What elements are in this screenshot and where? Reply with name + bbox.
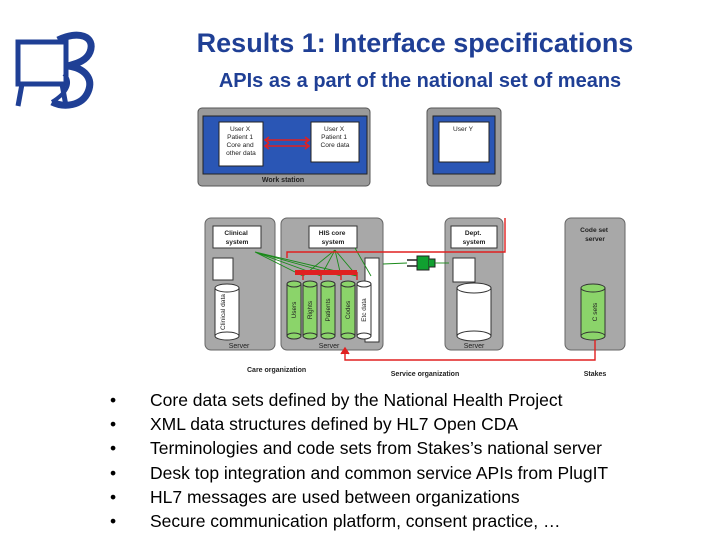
his-database: Rights <box>302 280 318 340</box>
codeset-database <box>580 283 606 341</box>
svg-text:User X Patient 1 Core: User X Patient 1 Core and other data <box>226 126 256 157</box>
bullet-marker: • <box>110 486 117 507</box>
window2-line3: Core data <box>321 142 350 149</box>
window-link-red <box>263 136 311 150</box>
svg-text:HIS core system: HIS core system <box>319 230 348 246</box>
slide-title: Results 1: Interface specifications <box>196 28 634 58</box>
red-links <box>286 218 596 361</box>
bullet-text: Terminologies and code sets from Stakes’… <box>150 438 602 459</box>
bullet-text: Core data sets defined by the National H… <box>150 390 563 410</box>
bullet-marker: • <box>110 438 117 459</box>
svg-text:Code set server: Code set server <box>580 227 610 243</box>
window1-line4: other data <box>226 150 256 157</box>
his-database: Codes <box>340 280 356 340</box>
his-database: Patients <box>320 280 336 340</box>
window-user-x-core <box>310 121 360 163</box>
plug-connector-icon <box>407 255 436 271</box>
his-db-label: Patients <box>325 298 332 321</box>
clinical-title-2: system <box>226 239 249 246</box>
svg-text:Clinical system: Clinical system <box>224 230 249 246</box>
dept-database <box>456 282 492 342</box>
his-server-label: Server <box>319 343 340 350</box>
window1-line3: Core and <box>227 142 254 149</box>
clinical-database <box>214 283 240 341</box>
window2-line2: Patient 1 <box>321 134 347 141</box>
window-user-x-core-other <box>218 121 264 167</box>
his-database: Etc data <box>356 280 372 340</box>
workstation-label: Work station <box>262 177 304 184</box>
codeset-db-label: C sets <box>592 302 599 321</box>
service-organization-label: Service organization <box>391 371 459 378</box>
logo-icon <box>15 31 95 109</box>
clinical-title-1: Clinical <box>224 230 248 237</box>
his-title-2: system <box>322 239 345 246</box>
codeset-title-2: server <box>585 236 605 243</box>
clinical-db-label: Clinical data <box>220 294 227 330</box>
bullet-text: HL7 messages are used between organizati… <box>150 486 520 507</box>
his-db-label: Etc data <box>361 298 368 322</box>
his-database: Users <box>286 280 302 340</box>
architecture-diagram: User X Patient 1 Core and other data Use… <box>197 107 626 378</box>
window3-line1: User Y <box>453 126 474 133</box>
his-title-1: HIS core <box>319 230 346 237</box>
bullet-marker: • <box>110 510 117 531</box>
bullet-text: Desk top integration and common service … <box>150 462 609 483</box>
window2-line1: User X <box>324 126 345 133</box>
dept-server-label: Server <box>464 343 485 350</box>
bullet-text: Secure communication platform, consent p… <box>150 510 561 531</box>
care-organization-label: Care organization <box>247 367 306 374</box>
dept-title-2: system <box>463 239 486 246</box>
window1-line1: User X <box>230 126 251 133</box>
window1-line2: Patient 1 <box>227 134 253 141</box>
his-db-label: Users <box>291 302 298 319</box>
clinical-server-label: Server <box>229 343 250 350</box>
slide-subtitle: APIs as a part of the national set of me… <box>218 70 622 92</box>
bullet-marker: • <box>110 390 117 410</box>
dept-title-1: Dept. <box>465 230 482 237</box>
svg-text:User X Patient 1 Core: User X Patient 1 Core data <box>321 126 350 149</box>
svg-text:Dept. system: Dept. system <box>463 230 486 246</box>
red-junction-bars <box>295 270 357 275</box>
codeset-server-label: Stakes <box>584 371 607 378</box>
codeset-title-1: Code set <box>580 227 609 234</box>
his-db-label: Rights <box>307 301 314 319</box>
bullet-text: XML data structures defined by HL7 Open … <box>150 414 519 435</box>
green-links <box>254 247 449 277</box>
bullet-marker: • <box>110 462 117 483</box>
his-db-label: Codes <box>345 301 352 319</box>
bullet-marker: • <box>110 414 117 435</box>
